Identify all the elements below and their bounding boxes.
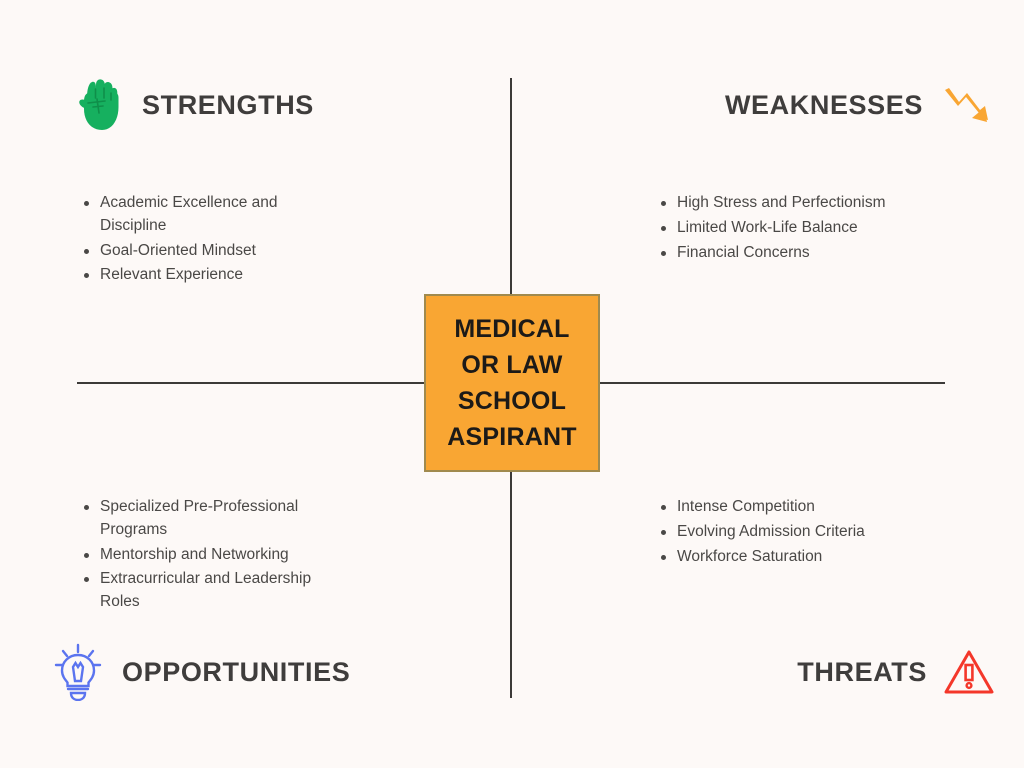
list-item: Workforce Saturation	[655, 546, 865, 569]
opportunities-list: Specialized Pre-Professional Programs Me…	[78, 496, 340, 616]
strengths-header: STRENGTHS	[70, 72, 314, 138]
lightbulb-icon	[50, 643, 106, 701]
list-item: Financial Concerns	[655, 242, 885, 265]
threats-header: THREATS	[797, 639, 995, 705]
weaknesses-list: High Stress and Perfectionism Limited Wo…	[655, 192, 885, 266]
center-subject-box: MEDICAL OR LAW SCHOOL ASPIRANT	[424, 294, 600, 472]
list-item: Relevant Experience	[78, 264, 340, 287]
list-item: Goal-Oriented Mindset	[78, 240, 340, 263]
threats-list: Intense Competition Evolving Admission C…	[655, 496, 865, 570]
threats-title: THREATS	[797, 656, 927, 687]
strengths-title: STRENGTHS	[142, 89, 314, 120]
downward-trend-arrow-icon	[939, 76, 995, 134]
list-item: Extracurricular and Leadership Roles	[78, 568, 340, 614]
list-item: Mentorship and Networking	[78, 544, 340, 567]
warning-triangle-icon	[943, 646, 995, 698]
quadrant-threats: THREATS	[655, 480, 995, 705]
opportunities-header: OPPORTUNITIES	[50, 639, 350, 705]
list-item: Academic Excellence and Discipline	[78, 192, 340, 238]
quadrant-strengths: STRENGTHS	[58, 72, 498, 372]
weaknesses-header: WEAKNESSES	[725, 72, 995, 138]
center-subject-label: MEDICAL OR LAW SCHOOL ASPIRANT	[447, 315, 577, 451]
strengths-list: Academic Excellence and Discipline Goal-…	[78, 192, 340, 289]
list-item: Evolving Admission Criteria	[655, 521, 865, 544]
list-item: Intense Competition	[655, 496, 865, 519]
list-item: Limited Work-Life Balance	[655, 217, 885, 240]
quadrant-opportunities: OPPORTUNITIES	[50, 480, 498, 705]
opportunities-title: OPPORTUNITIES	[122, 656, 351, 687]
list-item: Specialized Pre-Professional Programs	[78, 496, 340, 542]
weaknesses-title: WEAKNESSES	[724, 89, 923, 120]
raised-fist-icon	[70, 76, 126, 134]
quadrant-weaknesses: WEAKNESSES	[655, 72, 995, 372]
list-item: High Stress and Perfectionism	[655, 192, 885, 215]
